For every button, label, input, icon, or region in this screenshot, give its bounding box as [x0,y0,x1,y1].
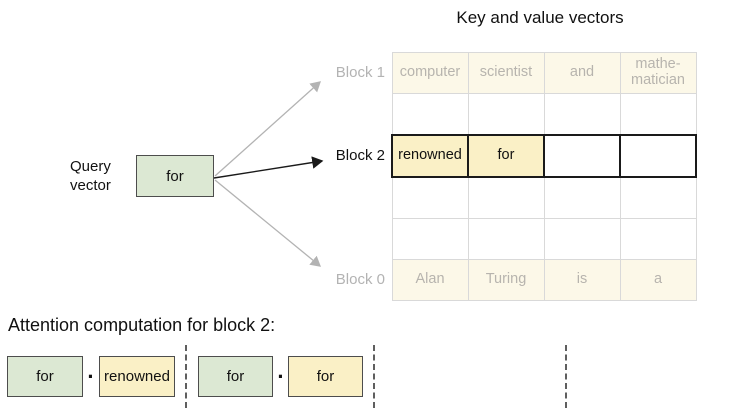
kv-cell: and [543,52,621,94]
kv-cell: Alan [391,259,469,301]
kv-cell-empty [619,93,697,136]
dot-product-symbol: · [277,363,285,389]
kv-cell: for [467,134,545,178]
kv-cell-empty [467,218,545,260]
table-row-empty [391,176,697,219]
arrow-to-block2 [213,156,324,179]
kv-cell: renowned [391,134,469,178]
kv-cell-empty [619,218,697,260]
kv-cell-empty [391,218,469,260]
kv-cache-table: computer scientist and mathe- matician r… [391,52,697,301]
dashed-divider [373,345,375,408]
dashed-divider [565,345,567,408]
attn-query-box: for [7,356,83,397]
kv-cell: a [619,259,697,301]
kv-cell-empty [543,134,621,178]
kv-cell: mathe- matician [619,52,697,94]
attn-key-box: for [288,356,363,397]
attention-heading: Attention computation for block 2: [8,315,276,335]
block-0-label: Block 0 [335,271,385,288]
kv-cell-empty [619,134,697,178]
arrow-to-block0 [214,179,322,267]
kv-cell-empty [467,176,545,219]
kv-cell: is [543,259,621,301]
kv-cell: computer [391,52,469,94]
arrow-to-block1 [214,81,321,177]
dashed-divider [185,345,187,408]
table-row-block2: renowned for [391,134,697,178]
kv-cell-empty [467,93,545,136]
attn-key-box: renowned [99,356,175,397]
block-2-label: Block 2 [335,147,385,164]
kv-cell: Turing [467,259,545,301]
table-row-empty [391,93,697,136]
query-vector-box: for [136,155,214,197]
table-row-empty [391,218,697,260]
kv-cell-empty [391,93,469,136]
kv-table-title: Key and value vectors [456,8,624,27]
attn-query-box: for [198,356,273,397]
kv-cell-empty [391,176,469,219]
table-row-block0: Alan Turing is a [391,259,697,301]
block-1-label: Block 1 [335,64,385,81]
query-vector-label: Query vector [70,158,111,194]
kv-cell: scientist [467,52,545,94]
kv-cell-empty [619,176,697,219]
kv-cell-empty [543,176,621,219]
kv-cell-empty [543,218,621,260]
kv-cell-empty [543,93,621,136]
table-row-block1: computer scientist and mathe- matician [391,52,697,94]
dot-product-symbol: · [87,363,95,389]
